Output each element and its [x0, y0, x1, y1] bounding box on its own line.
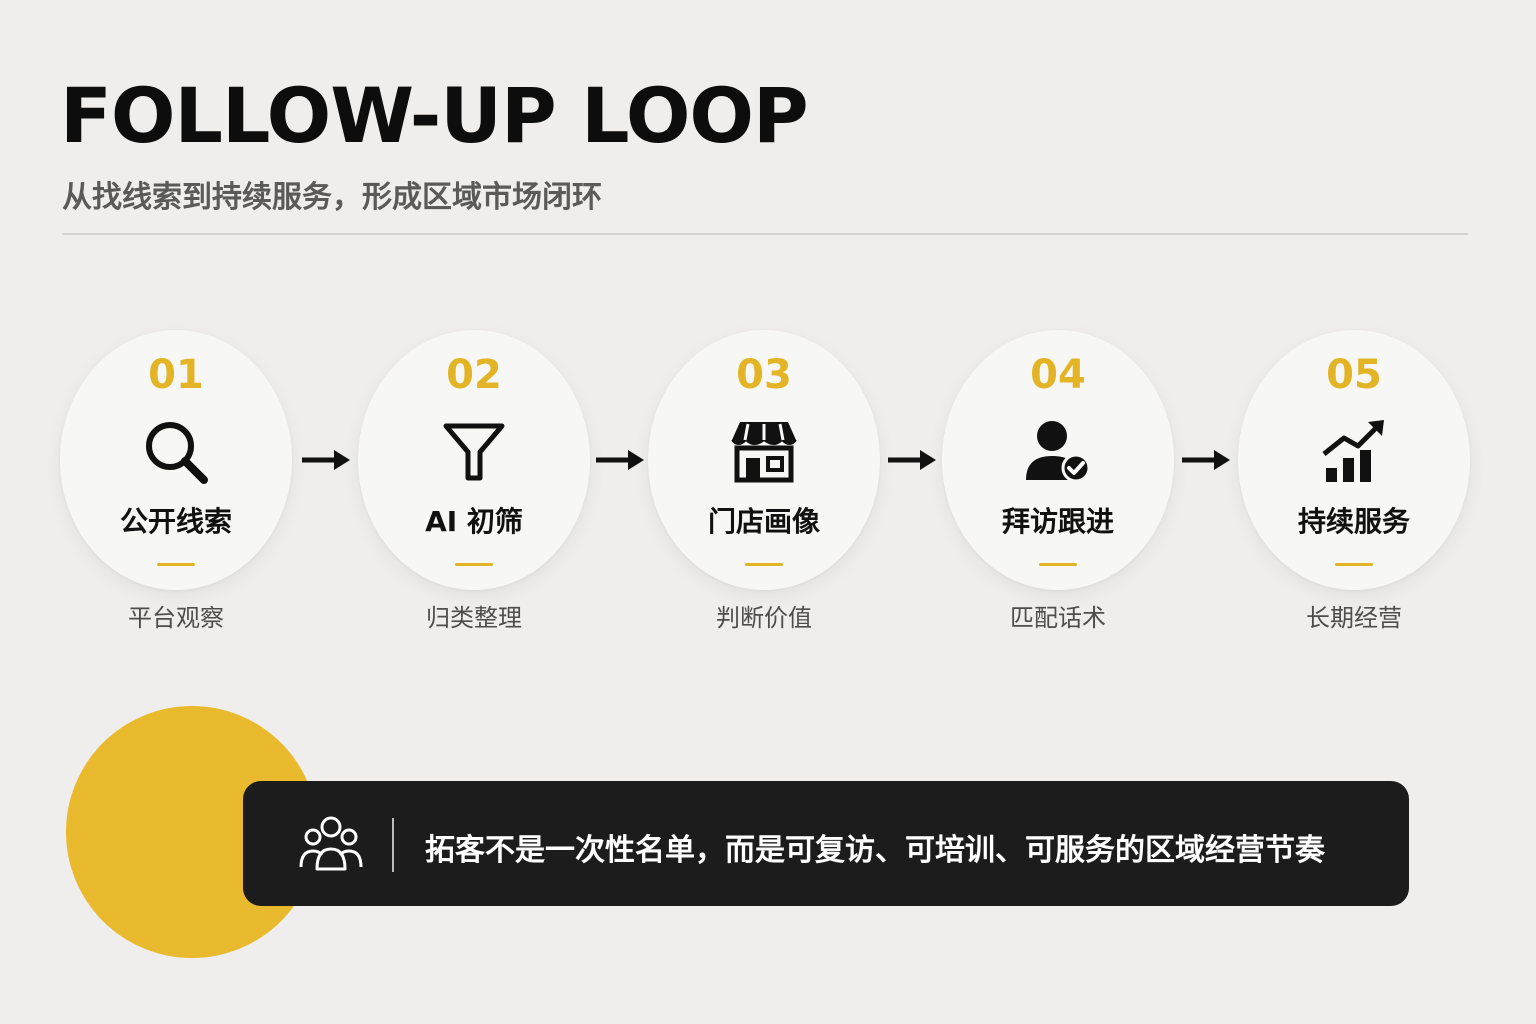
growth-chart-icon	[1322, 420, 1384, 482]
step-accent-bar	[745, 563, 783, 566]
step-label: 公开线索	[119, 505, 232, 538]
funnel-icon	[443, 423, 505, 481]
arrow-right-icon	[1182, 450, 1230, 470]
summary-banner: 拓客不是一次性名单，而是可复访、可培训、可服务的区域经营节奏	[243, 781, 1409, 906]
page-subtitle: 从找线索到持续服务，形成区域市场闭环	[62, 180, 602, 215]
step-number: 05	[1326, 352, 1382, 398]
step-label: 持续服务	[1297, 505, 1410, 538]
step-card-5: 05 持续服务	[1238, 330, 1470, 590]
search-icon	[146, 422, 208, 484]
step-number: 02	[446, 352, 502, 398]
arrow-right-icon	[302, 450, 350, 470]
step-caption-1: 平台观察	[128, 604, 224, 632]
step-card-3: 03 门店画像	[648, 330, 880, 590]
step-card-2: 02 AI 初筛	[358, 330, 590, 590]
step-accent-bar	[1335, 563, 1373, 566]
step-number: 01	[148, 352, 204, 398]
step-accent-bar	[157, 563, 195, 566]
step-label: 拜访跟进	[1001, 505, 1114, 538]
step-label: AI 初筛	[425, 505, 523, 538]
step-accent-bar	[455, 563, 493, 566]
step-card-4: 04 拜访跟进	[942, 330, 1174, 590]
group-icon	[299, 816, 363, 871]
step-caption-4: 匹配话术	[1010, 604, 1106, 632]
step-caption-5: 长期经营	[1306, 604, 1402, 632]
step-card-1: 01 公开线索	[60, 330, 292, 590]
header-divider	[62, 233, 1468, 235]
user-check-icon	[1026, 421, 1091, 483]
step-number: 03	[736, 352, 792, 398]
step-caption-3: 判断价值	[716, 604, 812, 632]
banner-divider	[392, 818, 394, 872]
step-accent-bar	[1039, 563, 1077, 566]
page-title: FOLLOW-UP LOOP	[60, 71, 809, 160]
storefront-icon	[731, 422, 797, 483]
step-number: 04	[1030, 352, 1086, 398]
arrow-right-icon	[888, 450, 936, 470]
arrow-right-icon	[596, 450, 644, 470]
banner-message: 拓客不是一次性名单，而是可复访、可培训、可服务的区域经营节奏	[425, 833, 1325, 868]
step-label: 门店画像	[707, 505, 820, 538]
step-caption-2: 归类整理	[426, 604, 522, 632]
